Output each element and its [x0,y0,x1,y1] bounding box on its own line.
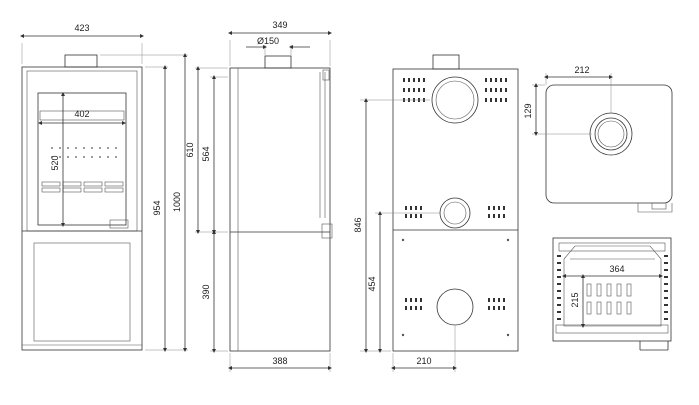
front-view: 423 402 520 954 1000 [20,23,188,352]
firebox-view: 364 215 [552,237,672,351]
dim-520-label: 520 [50,155,60,170]
firebox-outline [552,237,672,342]
front-door-window [37,92,127,226]
dim-215-label: 215 [570,292,580,307]
top-flue-outlet [589,112,633,156]
dim-212-label: 212 [574,65,589,75]
dim-flue-label: Ø150 [257,36,279,46]
dim-210-label: 210 [416,356,431,366]
rear-vent-slots [403,78,507,310]
side-view: 349 Ø150 610 564 390 388 [185,20,333,372]
dim-364-label: 364 [609,264,624,274]
front-storage-door [33,242,131,342]
dim-846-label: 846 [353,217,363,232]
rear-middle-outlet [439,197,471,229]
dim-402-label: 402 [74,109,89,119]
rear-top-outlet [431,76,479,124]
dim-423-label: 423 [74,23,89,33]
dim-454-label: 454 [367,276,377,291]
side-body-outline [229,67,331,352]
front-body-outline [21,66,143,351]
dim-349-label: 349 [272,20,287,30]
front-grate [41,181,124,193]
top-view: 212 129 [523,65,673,213]
rear-body-outline [392,68,519,352]
top-body-outline [545,84,673,204]
dim-564-label: 564 [201,146,211,161]
dim-390-label: 390 [201,284,211,299]
rear-view: 846 454 210 [353,54,519,372]
front-air-holes [51,147,117,158]
dim-954-label: 954 [152,200,162,215]
dim-610-label: 610 [185,142,195,157]
dim-129-label: 129 [523,103,533,118]
firebox-grate [586,283,632,315]
dim-1000-label: 1000 [172,192,182,212]
rear-lower-outlet [436,288,474,326]
dim-388-label: 388 [272,356,287,366]
